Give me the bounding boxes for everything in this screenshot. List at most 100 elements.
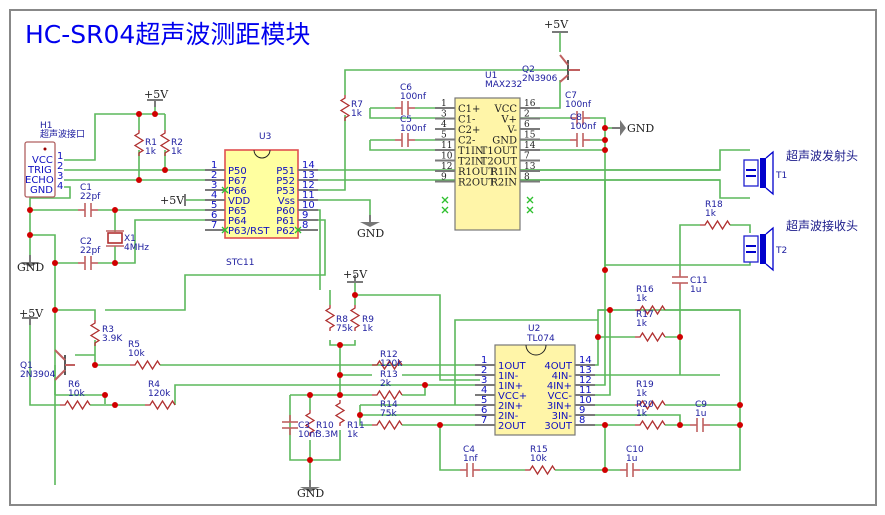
- pin-number: 8: [524, 173, 530, 183]
- pin-name: 3IN+: [547, 401, 572, 412]
- resistor-value: 3.9K: [102, 334, 123, 344]
- resistor-r17: [635, 331, 666, 343]
- pin-name: P52: [276, 176, 295, 187]
- pin-number: 7: [481, 415, 487, 426]
- schematic-title: HC-SR04超声波测距模块: [25, 20, 310, 49]
- resistor-value: 120k: [148, 389, 171, 399]
- resistor-r3: [89, 320, 101, 346]
- resistor-value: 10k: [68, 389, 85, 399]
- capacitor-value: 10nf: [298, 430, 319, 440]
- pin-number: 5: [211, 200, 217, 211]
- pin-name: VDD: [228, 196, 251, 207]
- pin-name: 4IN+: [547, 381, 572, 392]
- resistor-ref: R19: [636, 380, 654, 390]
- gnd-symbol-u3: GND: [357, 215, 384, 240]
- junctions: [27, 111, 743, 473]
- pin-number: 1: [441, 99, 447, 109]
- pin-name: P61: [276, 216, 295, 227]
- resistor-value: 3.3M: [316, 430, 338, 440]
- pin-name: 4IN-: [552, 371, 573, 382]
- svg-text:U3: U3: [259, 132, 271, 142]
- resistor-r10: [304, 410, 316, 436]
- pin-number: 8: [579, 415, 585, 426]
- resistor-ref: R13: [380, 370, 398, 380]
- pin-name: 1IN+: [498, 381, 523, 392]
- pin-number: 12: [441, 162, 452, 172]
- resistor-r13: [372, 389, 403, 401]
- resistor-ref: R17: [636, 310, 654, 320]
- resistor-value: 1k: [362, 324, 374, 334]
- pin-name: 2IN-: [498, 411, 519, 422]
- svg-text:TL074: TL074: [526, 334, 555, 344]
- pin-number: 13: [524, 162, 536, 172]
- svg-text:超声波接口: 超声波接口: [40, 128, 85, 140]
- pin-number: 14: [579, 355, 592, 366]
- capacitor-value: 1nf: [463, 454, 478, 464]
- pin-number: 10: [302, 200, 315, 211]
- svg-text:X1: X1: [124, 234, 136, 244]
- pin-number: 6: [211, 210, 217, 221]
- svg-text:+5V: +5V: [160, 194, 185, 207]
- capacitor-ref: C1: [80, 183, 92, 193]
- pin-number: 3: [441, 110, 447, 120]
- resistor-r5: [130, 359, 161, 371]
- resistor-ref: R6: [68, 380, 80, 390]
- capacitor-value: 1u: [626, 454, 637, 464]
- resistor-r6: [60, 399, 91, 411]
- no-connect-mark: [221, 226, 229, 234]
- resistor-r8: [324, 305, 336, 331]
- capacitor-ref: C4: [463, 445, 475, 455]
- pin-number: 2: [524, 110, 530, 120]
- resistor-ref: R10: [316, 421, 334, 431]
- pin-number: 7: [524, 152, 530, 162]
- capacitor-ref: C5: [400, 115, 412, 125]
- resistor-value: 1k: [636, 409, 648, 419]
- resistor-ref: R8: [336, 315, 348, 325]
- pin-number: 13: [579, 365, 592, 376]
- svg-text:U1: U1: [485, 71, 497, 81]
- pin-name: T1OUT: [481, 146, 518, 157]
- pin-number: 5: [481, 395, 487, 406]
- pin-name: VCC: [493, 104, 517, 115]
- svg-text:Q2: Q2: [522, 65, 535, 75]
- gnd-symbol-h1: GND: [17, 255, 44, 274]
- transistor-q2: Q2 2N3906: [522, 54, 580, 84]
- svg-text:+5V: +5V: [19, 307, 44, 320]
- pin-number: 4: [481, 385, 487, 396]
- resistor-r18: [700, 219, 731, 231]
- transistor-q1: Q1 2N3904: [20, 349, 75, 381]
- no-connect-mark: [441, 206, 449, 214]
- pin-number: 14: [302, 160, 315, 171]
- resistor-r7: [339, 95, 351, 121]
- svg-text:+5V: +5V: [343, 268, 368, 281]
- resistor-value: 1k: [636, 389, 648, 399]
- no-connect-mark: [221, 186, 229, 194]
- pin-number: 3: [481, 375, 487, 386]
- svg-text:H1: H1: [40, 121, 53, 131]
- capacitor-ref: C6: [400, 83, 412, 93]
- pin-number: 11: [579, 385, 592, 396]
- pin-name: R1OUT: [458, 167, 496, 178]
- pin-name: Vss: [278, 196, 295, 207]
- resistor-value: 1k: [636, 319, 648, 329]
- resistor-value: 1k: [636, 294, 648, 304]
- pin-name: P62: [276, 226, 295, 237]
- transducer-t1: T1 超声波发射头: [743, 148, 858, 196]
- svg-text:3: 3: [57, 171, 63, 182]
- capacitor-ref: C7: [565, 91, 577, 101]
- pin-number: 12: [579, 375, 592, 386]
- capacitor-value: 22pf: [80, 246, 101, 256]
- resistor-ref: R5: [128, 340, 140, 350]
- pin-number: 5: [441, 131, 447, 141]
- resistor-r1: [133, 130, 145, 156]
- svg-text:2N3904: 2N3904: [20, 370, 56, 380]
- resistor-ref: R11: [347, 421, 365, 431]
- svg-text:T2: T2: [775, 246, 787, 256]
- pin-number: 2: [481, 365, 487, 376]
- resistor-value: 75k: [380, 409, 397, 419]
- pin-name: P64: [228, 216, 247, 227]
- pin-name: 1IN-: [498, 371, 519, 382]
- pin-number: 6: [524, 120, 530, 130]
